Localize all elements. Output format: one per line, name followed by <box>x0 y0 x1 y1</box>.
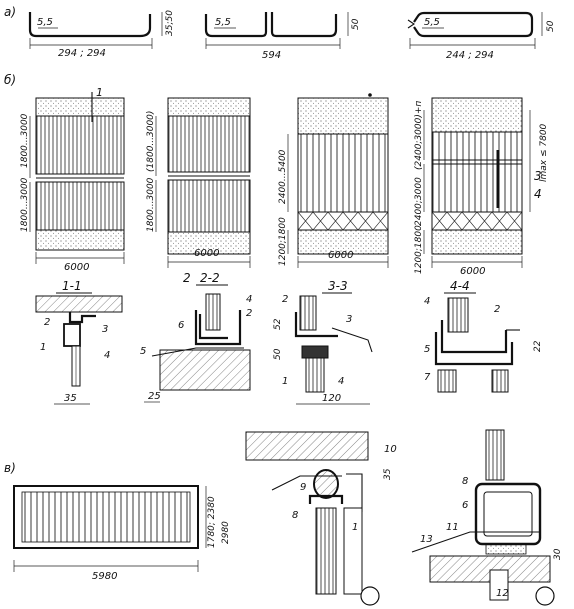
elevation-2: (1800...3000) 1800...3000 6000 2 <box>146 97 251 285</box>
section-1-1-label-2: 2 <box>44 317 50 328</box>
section-3-3-dim-52: 52 <box>273 318 283 330</box>
detail-v2-label-12: 12 <box>496 588 509 599</box>
elevation-3-dim-bottom: 1200;1800 <box>278 217 288 266</box>
detail-v1-dim: 35 <box>383 468 393 480</box>
section-3-3-label-4: 4 <box>338 376 344 387</box>
elevation-4-dim-top: (2400;3000)+п <box>414 101 424 170</box>
detail-v2-label-11: 11 <box>446 522 459 533</box>
section-2-2: 2-2 6 4 2 5 25 <box>140 271 252 403</box>
section-1-1-label-1: 1 <box>40 342 46 353</box>
profile-2-width: 594 <box>262 50 281 61</box>
detail-v2-label-8: 8 <box>462 476 468 487</box>
detail-v2: 8 6 11 13 12 30 <box>411 429 563 606</box>
elevation-2-dim-bottom: 1800...3000 <box>146 177 156 232</box>
profile-3-thickness: 5,5 <box>424 17 440 28</box>
elevation-2-dim-top: (1800...3000) <box>146 111 156 172</box>
profile-1-thickness: 5,5 <box>37 17 53 28</box>
elevation-4-width: 6000 <box>460 266 485 277</box>
section-3-3-title: 3-3 <box>328 279 348 293</box>
profile-2: 5,5 594 50 <box>204 12 361 61</box>
panel-v-height-1: 1780; 2380 <box>207 496 217 548</box>
elevation-1: 1 1800...3000 1800...3000 6000 <box>20 86 125 273</box>
section-2-2-title: 2-2 <box>200 271 220 285</box>
elevation-4-dim-right: lmax ≤ 7800 <box>539 123 549 182</box>
detail-v1-label-9: 9 <box>300 482 306 493</box>
detail-v2-dim: 30 <box>553 548 563 560</box>
section-4-4-label-7: 7 <box>424 372 431 383</box>
section-4-4-title: 4-4 <box>450 279 470 293</box>
detail-v1: 10 9 8 1 35 <box>245 431 397 606</box>
panel-v-width: 5980 <box>92 571 117 582</box>
section-1-1-label-3: 3 <box>102 324 108 335</box>
elevation-1-dim-bottom: 1800...3000 <box>20 177 30 232</box>
profile-2-height: 50 <box>351 18 361 30</box>
section-1-1-label-4: 4 <box>104 350 110 361</box>
elevation-4-dim-mid: 2400;3000 <box>414 177 424 226</box>
elevation-4-label-4: 4 <box>534 187 542 201</box>
section-3-3-label-1: 1 <box>282 376 288 387</box>
elevation-4-label-3: 3 <box>534 169 542 183</box>
detail-v2-label-13: 13 <box>420 534 433 545</box>
elevation-3-dim-top: 2400...5400 <box>278 149 288 204</box>
section-4-4-label-2: 2 <box>494 304 500 315</box>
section-label-c: в) <box>4 461 16 475</box>
section-4-4-dim: 22 <box>533 340 543 352</box>
section-2-2-label-6: 6 <box>178 320 184 331</box>
profile-2-thickness: 5,5 <box>215 17 231 28</box>
panel-v: 5980 1780; 2380 2980 <box>13 485 231 582</box>
elevation-1-width: 6000 <box>64 262 89 273</box>
profile-3-width: 244 ; 294 <box>446 50 494 61</box>
detail-v1-label-8: 8 <box>292 510 298 521</box>
section-label-a: а) <box>4 5 16 19</box>
detail-v1-label-10: 10 <box>384 444 397 455</box>
section-3-3-label-3: 3 <box>346 314 352 325</box>
elevation-2-cut-mark: 2 <box>183 271 191 285</box>
elevation-3: 2400...5400 1200;1800 6000 <box>278 93 389 268</box>
section-2-2-label-4: 4 <box>246 294 252 305</box>
section-1-1-title: 1-1 <box>62 279 82 293</box>
profile-1: 5,5 294 ; 294 35;50 <box>28 10 175 59</box>
section-3-3: 3-3 2 3 1 4 52 50 120 <box>273 279 373 405</box>
section-3-3-dim-120: 120 <box>322 393 341 404</box>
section-1-1: 1-1 2 3 1 4 35 <box>35 279 123 405</box>
section-1-1-dim: 35 <box>64 393 77 404</box>
detail-v1-label-1: 1 <box>352 522 358 533</box>
detail-v2-label-6: 6 <box>462 500 468 511</box>
section-3-3-dim-50: 50 <box>273 348 283 360</box>
section-4-4-label-4: 4 <box>424 296 430 307</box>
profile-3: 5,5 244 ; 294 50 <box>407 11 556 61</box>
profile-1-width: 294 ; 294 <box>58 48 106 59</box>
section-3-3-label-2: 2 <box>282 294 288 305</box>
profile-1-height: 35;50 <box>165 10 175 36</box>
section-4-4: 4-4 4 2 5 7 22 <box>424 279 543 393</box>
section-2-2-dim: 25 <box>148 391 161 402</box>
elevation-2-width: 6000 <box>194 248 219 259</box>
section-2-2-label-5: 5 <box>140 346 146 357</box>
elevation-4: (2400;3000)+п 2400;3000 1200;1800 lmax ≤… <box>414 97 549 277</box>
section-4-4-label-5: 5 <box>424 344 430 355</box>
panel-v-height-2: 2980 <box>221 521 231 544</box>
section-label-b: б) <box>4 73 16 87</box>
elevation-4-dim-bottom: 1200;1800 <box>414 225 424 274</box>
elevation-1-dim-top: 1800...3000 <box>20 113 30 168</box>
section-2-2-label-2: 2 <box>246 308 252 319</box>
elevation-3-width: 6000 <box>328 250 353 261</box>
elevation-1-callout: 1 <box>96 86 103 99</box>
profile-3-height: 50 <box>546 20 556 32</box>
